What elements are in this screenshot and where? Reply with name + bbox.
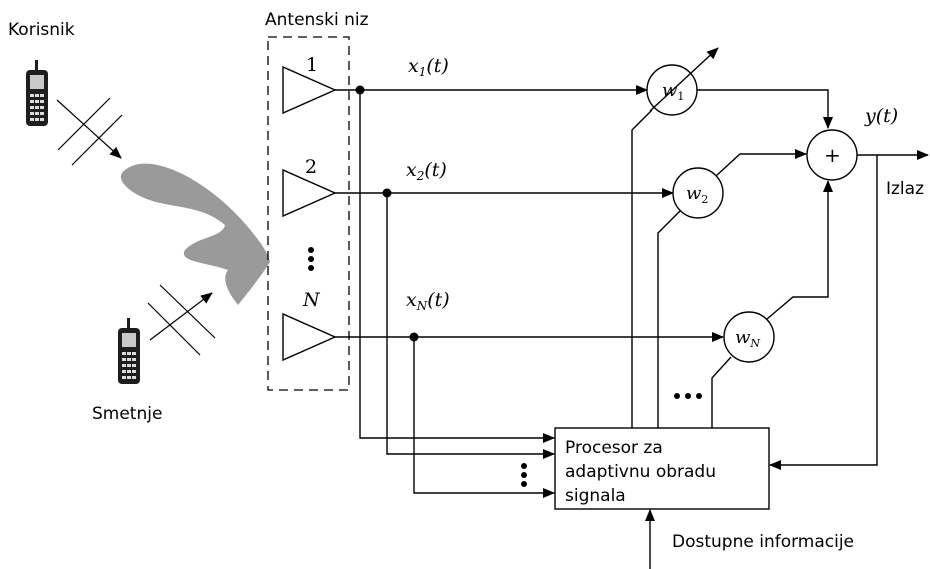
feedback-line xyxy=(769,155,878,470)
output-signal-label: y(t) xyxy=(864,105,898,127)
interference-phone-icon xyxy=(118,318,140,384)
antenna-1-index: 1 xyxy=(306,54,318,76)
weight-wn-node xyxy=(723,311,775,363)
signal-x2-label: x2(t) xyxy=(406,159,447,183)
processor-input-ellipsis xyxy=(521,463,527,487)
radiation-beam xyxy=(120,163,270,305)
antenna-ellipsis xyxy=(308,247,314,271)
weights-ellipsis xyxy=(674,393,702,399)
antenna-n-index: N xyxy=(302,289,321,311)
processor-line-3: signala xyxy=(565,486,626,506)
info-label: Dostupne informacije xyxy=(672,532,854,552)
output-label: Izlaz xyxy=(886,179,924,199)
weight-w2-node xyxy=(672,167,724,219)
weight-wn-label: wN xyxy=(735,327,760,350)
weight-w2-label: w2 xyxy=(686,183,708,206)
antenna-2-icon xyxy=(282,168,337,218)
user-phone-icon xyxy=(26,60,48,126)
interference-signal-icon xyxy=(147,284,216,356)
antenna-2-index: 2 xyxy=(305,156,317,178)
array-label: Antenski niz xyxy=(265,10,369,30)
signal-xn-label: xN(t) xyxy=(406,289,450,313)
processor-line-2: adaptivnu obradu xyxy=(565,462,716,482)
interference-label: Smetnje xyxy=(92,404,162,424)
antenna-n-icon xyxy=(282,312,337,362)
processor-box xyxy=(554,427,770,510)
processor-line-1: Procesor za xyxy=(565,438,663,458)
user-label: Korisnik xyxy=(8,20,75,40)
signal-x1-label: x1(t) xyxy=(408,55,449,79)
array-box xyxy=(267,36,350,391)
summer-plus: + xyxy=(824,143,841,167)
antenna-1-icon xyxy=(282,65,337,115)
user-signal-icon xyxy=(56,97,123,166)
